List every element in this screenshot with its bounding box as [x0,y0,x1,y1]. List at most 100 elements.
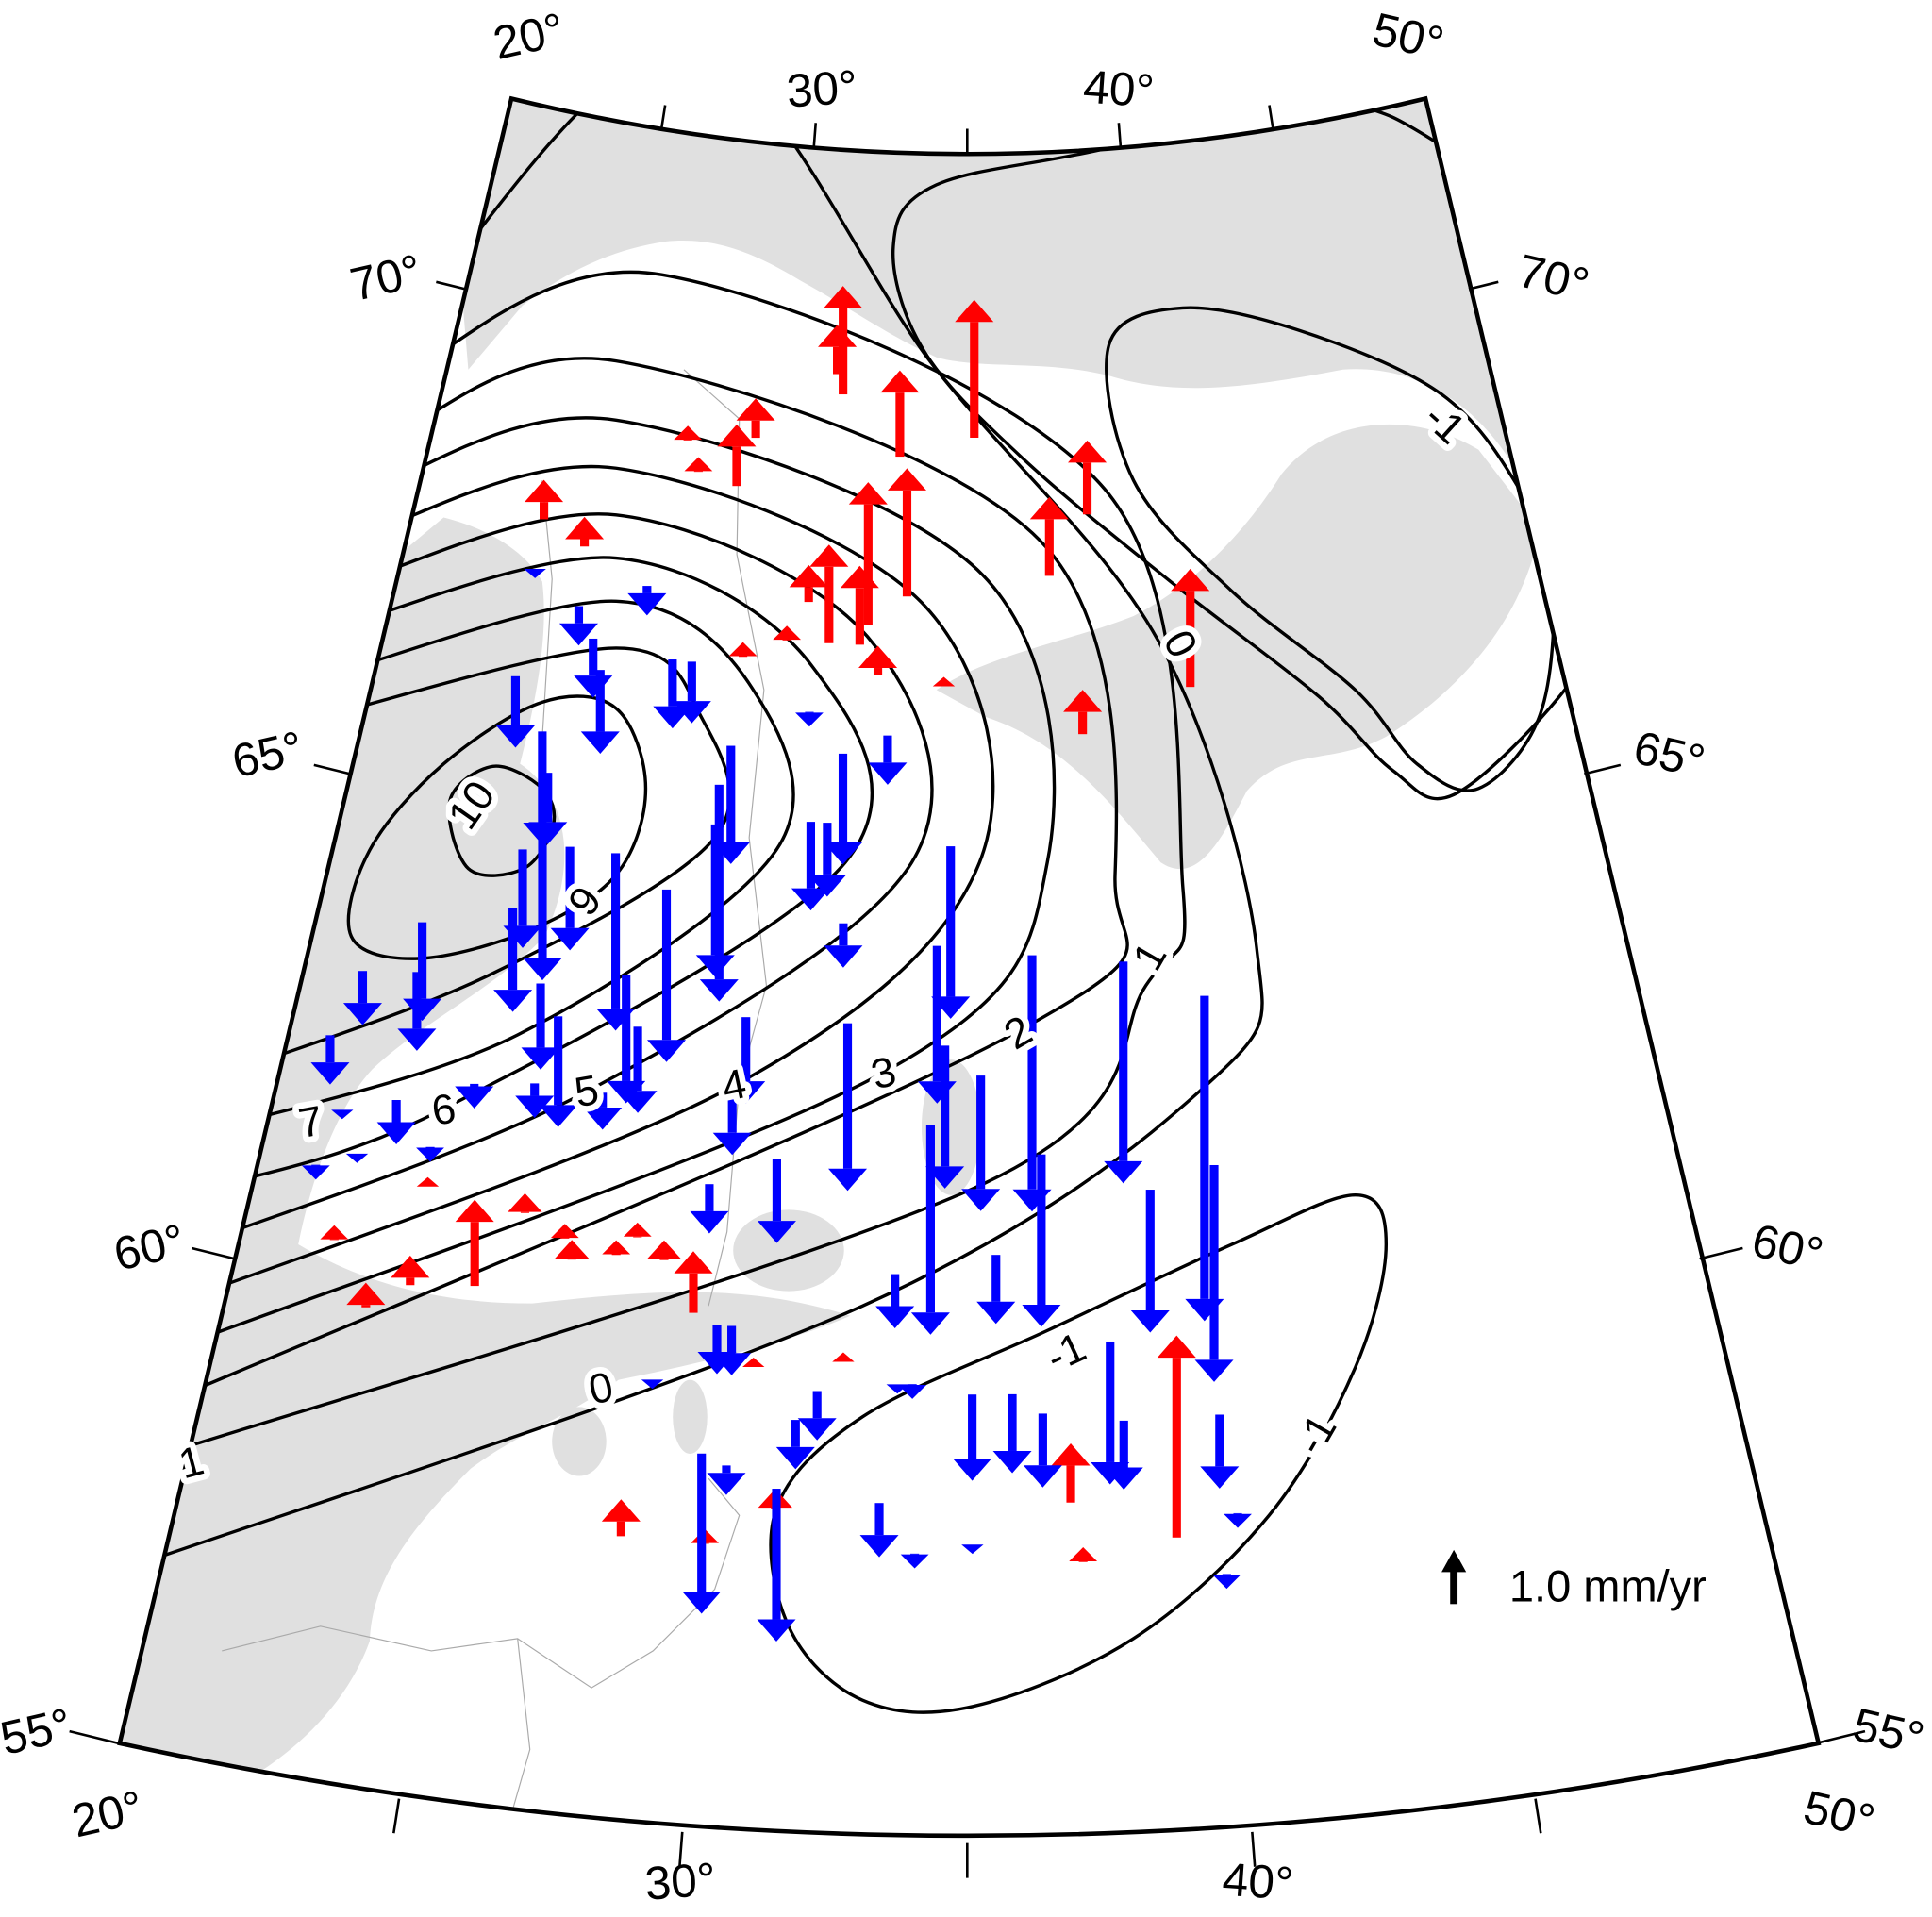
subsidence-arrow [1130,1190,1170,1333]
uplift-arrow [1029,496,1069,576]
lat-label-left-55: 55° [0,1697,76,1764]
uplift-arrow [455,1199,494,1287]
subsidence-arrow [1212,1574,1241,1590]
subsidence-arrow [900,1553,929,1569]
water-bodies [119,98,1541,1781]
subsidence-arrow [808,823,847,897]
subsidence-arrow [992,1393,1032,1474]
lon-label-top-30: 30° [785,59,859,117]
subsidence-arrow [558,606,598,646]
contour-line [152,270,1187,1459]
frame-tick [191,1246,236,1260]
subsidence-arrow [682,1453,722,1614]
frame-tick [313,763,351,775]
subsidence-arrow [455,1083,494,1109]
lon-label-bottom-30: 30° [643,1853,718,1910]
legend-label: 1.0 mm/yr [1509,1561,1707,1611]
scale-legend: 1.0 mm/yr [1441,1549,1707,1611]
contour-line [191,464,995,1299]
uplift-arrow [1069,1547,1098,1562]
frame-tick [1584,763,1622,775]
subsidence-arrow [961,1544,984,1555]
subsidence-arrow [953,1394,992,1481]
uplift-arrow [736,398,775,439]
frame-tick [1268,105,1274,130]
contour-loop [346,694,648,960]
uplift-arrow [555,1240,590,1260]
uplift-arrow [932,676,956,687]
uplift-arrow [818,325,858,375]
lon-label-top-40: 40° [1081,59,1156,117]
uplift-arrow [832,1352,855,1362]
uplift-arrow [728,642,758,658]
gulf-of-riga [552,1407,607,1476]
frame-tick [1117,123,1123,148]
uplift-arrow [742,1358,765,1367]
subsidence-arrow [707,1465,746,1495]
contour-loop [769,1193,1389,1714]
uplift-arrow [1157,1335,1196,1538]
uplift-arrow [391,1255,430,1286]
uplift-arrow [848,482,888,625]
subsidence-arrow [550,846,590,951]
subsidence-arrow [580,670,620,754]
subsidence-arrow [523,832,562,981]
contour-line [217,556,874,1189]
frame-tick [1534,1798,1542,1834]
subsidence-arrow [331,1109,354,1120]
uplift-arrow [416,1176,440,1187]
uplift-arrow [840,565,879,645]
gulf-of-bothnia-and-baltic [119,517,851,1781]
subsidence-arrow [1224,1512,1252,1528]
uplift-arrow [1068,440,1108,515]
uplift-arrow [684,457,713,473]
uplift-arrow [824,286,863,395]
frame-tick [678,1831,684,1867]
uplift-arrow [955,299,994,438]
uplift-arrow [346,1282,386,1308]
subsidence-arrow [925,1045,965,1189]
subsidence-arrow [672,661,711,724]
lat-label-right-70: 70° [1513,244,1594,311]
subsidence-arrow [757,1159,796,1243]
subsidence-arrow [898,1384,927,1399]
subsidence-arrow [868,735,908,785]
subsidence-arrow [828,1023,868,1192]
uplift-arrow [887,468,926,597]
uplift-arrow [880,370,920,458]
uplift-arrow [550,1224,579,1239]
subsidence-arrow [1023,1413,1062,1488]
subsidence-arrow [757,1489,796,1642]
subsidence-arrow [712,1075,752,1156]
lon-label-top-20: 20° [489,3,570,70]
uplift-arrow [1051,1443,1091,1503]
subsidence-arrow [310,1035,350,1085]
subsidence-arrow [791,822,830,911]
contour-line [231,599,795,1126]
belarus-border [505,1638,531,1836]
frame-tick [69,1729,120,1745]
subsidence-arrow [712,1325,752,1375]
frame-tick [1468,280,1499,291]
contour-loop [1105,306,1556,792]
subsidence-arrow [416,1146,444,1162]
subsidence-arrow [961,1075,1001,1211]
uplift-arrow [789,564,828,603]
uplift-arrow [1171,568,1210,688]
uplift-arrow [809,544,849,643]
subsidence-arrow [910,1125,950,1335]
uplift-arrow [602,1240,631,1256]
lake-ladoga [733,1209,844,1292]
velocity-vectors [301,286,1252,1642]
subsidence-arrow [699,784,739,1002]
lon-label-bottom-50: 50° [1799,1780,1880,1847]
white-sea [936,424,1541,870]
subsidence-arrow [528,773,568,844]
frame-tick [659,105,667,130]
contour-line [178,416,1057,1348]
contour-line [204,512,934,1243]
subsidence-arrow [524,568,546,578]
lon-label-top-50: 50° [1368,3,1449,70]
subsidence-arrow [795,711,824,727]
